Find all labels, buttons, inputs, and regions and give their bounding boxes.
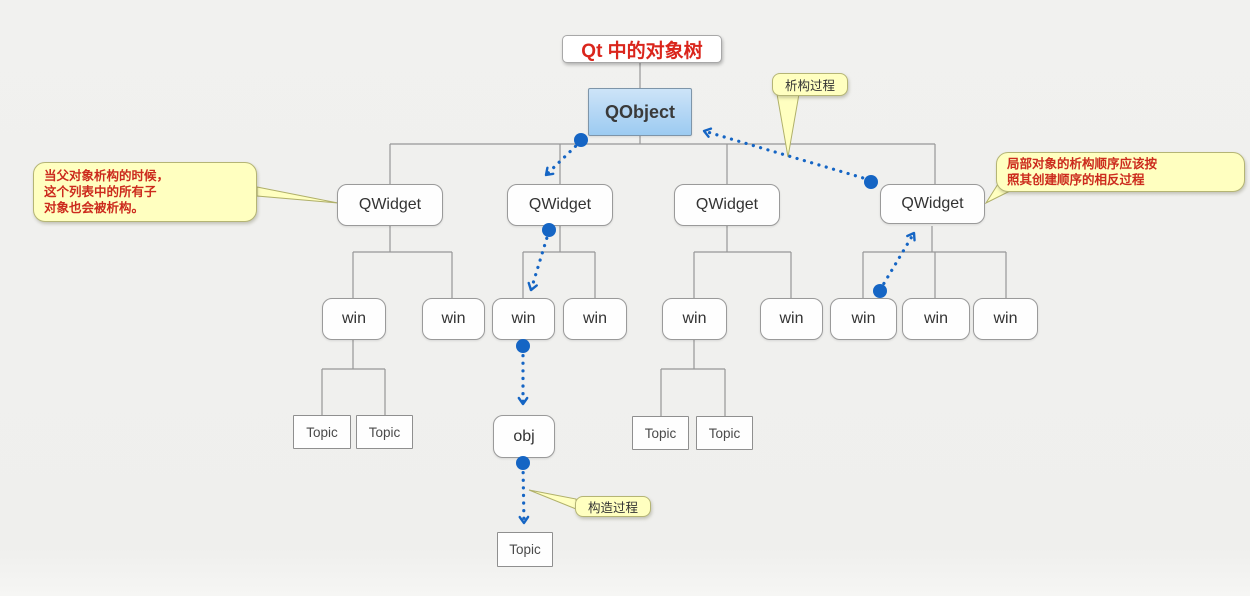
node-win-8[interactable]: win [902, 298, 970, 340]
diagram-title[interactable]: Qt 中的对象树 [562, 35, 722, 63]
node-qwidget-4[interactable]: QWidget [880, 184, 985, 224]
node-qwidget-3[interactable]: QWidget [674, 184, 780, 226]
origin-dot [864, 175, 878, 189]
origin-dot [574, 133, 588, 147]
note-local-destruction-order[interactable]: 局部对象的析构顺序应该按 照其创建顺序的相反过程 [996, 152, 1245, 192]
arrow-destruct-win7-to-qwidget4 [878, 231, 916, 292]
node-qwidget-1[interactable]: QWidget [337, 184, 443, 226]
arrow-construct-qobject-to-qwidget2 [544, 139, 583, 177]
node-win-4[interactable]: win [563, 298, 627, 340]
node-win-7[interactable]: win [830, 298, 897, 340]
node-win-5[interactable]: win [662, 298, 727, 340]
node-win-2[interactable]: win [422, 298, 485, 340]
node-topic-5[interactable]: Topic [497, 532, 553, 567]
note-constructor-process[interactable]: 构造过程 [575, 496, 651, 517]
origin-dot [516, 456, 530, 470]
node-win-9[interactable]: win [973, 298, 1038, 340]
node-win-3[interactable]: win [492, 298, 555, 340]
node-qobject[interactable]: QObject [588, 88, 692, 136]
arrow-destruct-qwidget4-to-qobject [702, 127, 872, 182]
note-left-tail [256, 186, 339, 204]
note-parent-destruction[interactable]: 当父对象析构的时候， 这个列表中的所有子 对象也会被析构。 [33, 162, 257, 222]
note-destructor-tail [776, 93, 800, 158]
origin-dot [516, 339, 530, 353]
node-topic-1[interactable]: Topic [293, 415, 351, 449]
node-obj[interactable]: obj [493, 415, 555, 458]
node-topic-4[interactable]: Topic [696, 416, 753, 450]
note-destructor-process[interactable]: 析构过程 [772, 73, 848, 96]
node-win-6[interactable]: win [760, 298, 823, 340]
node-topic-2[interactable]: Topic [356, 415, 413, 449]
arrow-construct-qwidget2-to-win3 [527, 229, 551, 292]
node-win-1[interactable]: win [322, 298, 386, 340]
origin-dot [873, 284, 887, 298]
arrow-construct-obj-to-topic [518, 463, 530, 525]
note-constructor-tail [528, 489, 577, 510]
node-topic-3[interactable]: Topic [632, 416, 689, 450]
node-qwidget-2[interactable]: QWidget [507, 184, 613, 226]
